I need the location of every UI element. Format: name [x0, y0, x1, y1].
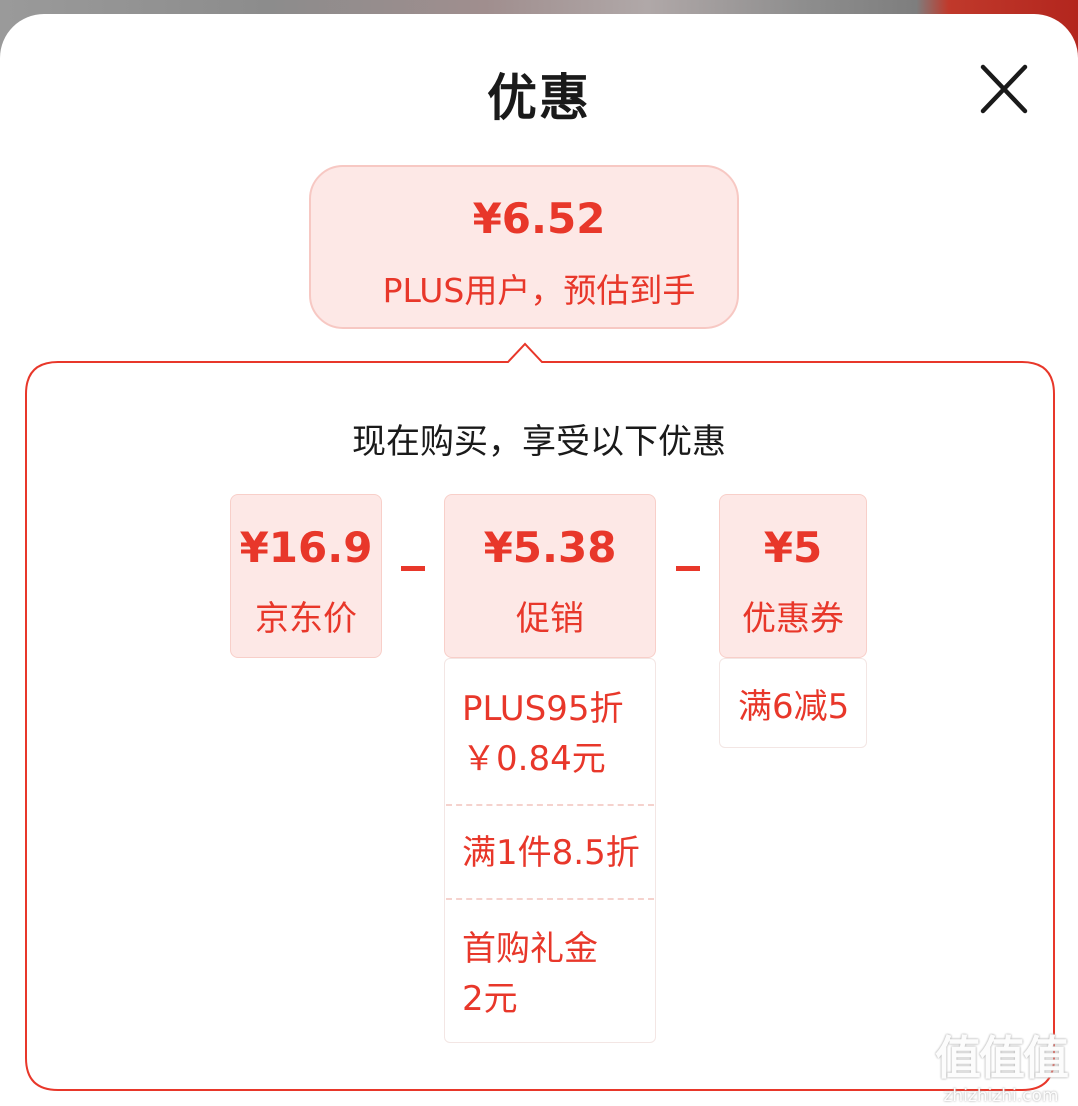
sheet-title: 优惠 [487, 69, 591, 127]
jd-price-amount: ¥16.9 [239, 523, 373, 572]
jd-price-box: ¥16.9 京东价 [230, 494, 382, 658]
estimated-price-bubble [309, 165, 739, 329]
coupon-amount: ¥5 [763, 523, 823, 572]
estimated-price: ¥6.52 [472, 194, 606, 243]
promotion-item-line2: 2元 [462, 979, 518, 1019]
watermark: 值值值 zhizhizhi.com [926, 1022, 1076, 1106]
coupon-details-list [719, 658, 867, 748]
coupon-item-line1: 满6减5 [738, 687, 850, 727]
promotion-box: ¥5.38 促销 [444, 494, 656, 658]
jd-price-label: 京东价 [255, 599, 357, 639]
estimated-price-label: PLUS用户，预估到手 [382, 271, 696, 310]
minus-sign [401, 566, 425, 571]
promotion-amount: ¥5.38 [483, 523, 617, 572]
coupon-box: ¥5 优惠券 [719, 494, 867, 658]
watermark-url: zhizhizhi.com [943, 1086, 1059, 1106]
promotion-item-line2: ￥0.84元 [462, 739, 606, 779]
close-button[interactable] [974, 62, 1034, 118]
coupon-label: 优惠券 [742, 599, 844, 639]
close-icon [980, 64, 1028, 114]
minus-sign [676, 566, 700, 571]
promotion-item-line1: 首购礼金 [462, 929, 598, 969]
list-item: PLUS95折 ￥0.84元 [462, 684, 623, 784]
panel-heading: 现在购买，享受以下优惠 [352, 422, 726, 462]
divider [446, 898, 654, 900]
promotion-item-line1: 满1件8.5折 [462, 833, 640, 873]
promotion-details-list [444, 658, 656, 1043]
list-item: 满6减5 [738, 682, 849, 732]
promotion-label: 促销 [516, 599, 584, 639]
promotion-item-line1: PLUS95折 [462, 689, 624, 729]
watermark-logo: 值值值 [935, 1031, 1069, 1085]
list-item: 满1件8.5折 [462, 828, 640, 878]
divider [446, 804, 654, 806]
list-item: 首购礼金 2元 [462, 924, 598, 1024]
